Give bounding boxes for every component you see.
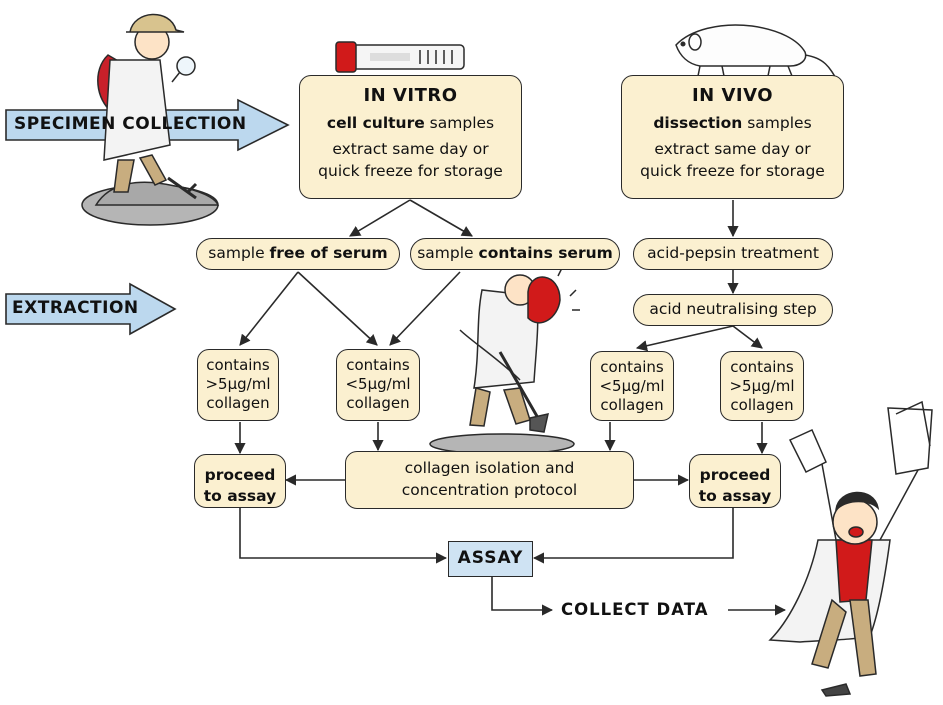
collagen-box-lt5-left: contains <5µg/ml collagen (336, 349, 420, 421)
connector-assay-collect (491, 576, 554, 616)
collagen-box-line3: collagen (730, 396, 794, 414)
connector-contains-lt (389, 271, 461, 346)
connector-vitro-free (349, 199, 411, 237)
collagen-box-line2: >5µg/ml (205, 375, 271, 393)
in-vitro-samples-bold: cell culture (326, 114, 425, 132)
in-vivo-samples: dissection samples (622, 112, 843, 134)
proceed-to-assay-left: proceed to assay (194, 454, 286, 508)
proceed-line1: proceed (204, 466, 276, 484)
acid-neutralising-pill: acid neutralising step (633, 294, 833, 326)
in-vitro-title: IN VITRO (363, 85, 458, 106)
assay-box: ASSAY (448, 541, 533, 577)
proceed-line2: to assay (203, 487, 277, 505)
connector-proceed-left-assay (239, 508, 448, 564)
collagen-box-lt5-right: contains <5µg/ml collagen (590, 351, 674, 421)
collagen-box-gt5-left: contains >5µg/ml collagen (197, 349, 279, 421)
collagen-box-line3: collagen (346, 394, 410, 412)
collagen-box-line1: contains (730, 358, 794, 376)
in-vivo-extract: extract same day or (654, 140, 811, 158)
collagen-isolation-box: collagen isolation and concentration pro… (345, 451, 634, 509)
collagen-box-line2: >5µg/ml (729, 377, 795, 395)
specimen-collection-label: SPECIMEN COLLECTION (14, 114, 247, 134)
rat-icon (675, 24, 839, 83)
connector-neutral-gt (732, 325, 763, 349)
in-vitro-box: IN VITRO cell culture samples extract sa… (299, 75, 522, 199)
connector-vitro-contains (409, 199, 473, 237)
proceed-line2: to assay (698, 487, 772, 505)
in-vivo-box: IN VIVO dissection samples extract same … (621, 75, 844, 199)
isolation-line1: collagen isolation and (404, 459, 575, 477)
connector-proceed-right-assay (532, 508, 734, 564)
proceed-line1: proceed (699, 466, 771, 484)
serum-contains-prefix: sample (417, 244, 479, 262)
explorer-scientist-icon (81, 13, 220, 226)
digging-scientist-icon (429, 267, 580, 455)
collagen-box-line2: <5µg/ml (345, 375, 411, 393)
connector-free-gt (239, 271, 299, 346)
serum-contains-pill: sample contains serum (410, 238, 620, 270)
in-vitro-extract: extract same day or (332, 140, 489, 158)
in-vivo-samples-bold: dissection (653, 114, 743, 132)
acid-pepsin-pill: acid-pepsin treatment (633, 238, 833, 270)
connector-neutral-lt (635, 325, 734, 352)
serum-contains-bold: contains serum (478, 244, 613, 262)
collagen-box-line1: contains (346, 356, 410, 374)
collagen-box-gt5-right: contains >5µg/ml collagen (720, 351, 804, 421)
in-vivo-title: IN VIVO (691, 85, 774, 106)
serum-free-prefix: sample (208, 244, 270, 262)
in-vivo-freeze: quick freeze for storage (640, 162, 825, 180)
collagen-box-line3: collagen (600, 396, 664, 414)
connector-free-lt (297, 271, 378, 346)
collagen-box-line3: collagen (206, 394, 270, 412)
extraction-arrow (5, 282, 177, 336)
collect-data-label: COLLECT DATA (558, 600, 712, 619)
serum-free-bold: free of serum (269, 244, 388, 262)
collagen-box-line1: contains (600, 358, 664, 376)
in-vitro-samples: cell culture samples (300, 112, 521, 134)
collagen-box-line1: contains (206, 356, 270, 374)
in-vitro-freeze: quick freeze for storage (318, 162, 503, 180)
test-tube-icon (335, 41, 465, 73)
in-vivo-samples-rest: samples (742, 114, 812, 132)
proceed-to-assay-right: proceed to assay (689, 454, 781, 508)
extraction-label: EXTRACTION (12, 298, 139, 318)
isolation-line2: concentration protocol (401, 481, 578, 499)
jumping-scientist-icon (768, 400, 933, 697)
in-vitro-samples-rest: samples (424, 114, 495, 132)
collagen-box-line2: <5µg/ml (599, 377, 665, 395)
serum-free-pill: sample free of serum (196, 238, 400, 270)
